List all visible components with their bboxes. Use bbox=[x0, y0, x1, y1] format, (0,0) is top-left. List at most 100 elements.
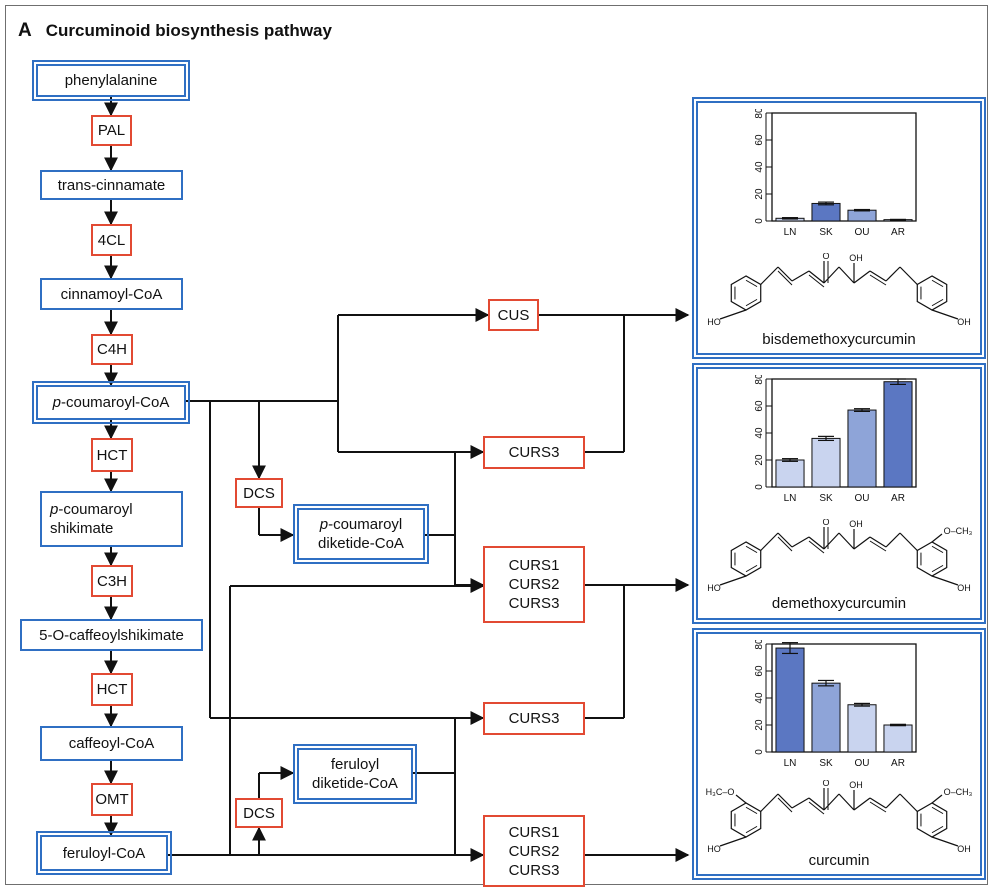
metabolite-phenylalanine: phenylalanine bbox=[32, 60, 190, 101]
metabolite-caffeoylshikimate: 5-O-caffeoylshikimate bbox=[20, 619, 203, 651]
product-name-curcumin: curcumin bbox=[808, 852, 870, 869]
methoxy-bond-right bbox=[931, 794, 943, 804]
phenol-bond-left bbox=[719, 836, 747, 847]
enzyme-hct-2: HCT bbox=[91, 673, 133, 706]
chain-bond bbox=[777, 266, 793, 282]
aromatic-ring bbox=[916, 275, 948, 311]
ring-double-bond bbox=[931, 545, 944, 554]
chain-bond bbox=[838, 793, 855, 811]
x-tick-label-ou: OU bbox=[855, 227, 870, 238]
x-tick-label-ln: LN bbox=[784, 758, 797, 769]
enol-hydroxyl-label: OH bbox=[849, 253, 863, 263]
chain-bond bbox=[853, 536, 871, 550]
ring-double-bond bbox=[931, 564, 944, 573]
enol-hydroxyl-label: OH bbox=[849, 780, 863, 790]
phenol-bond-left bbox=[719, 309, 747, 320]
enzyme-label: PAL bbox=[97, 122, 126, 139]
enzyme-label: HCT bbox=[96, 446, 128, 464]
ring-double-bond bbox=[931, 298, 944, 307]
enzyme-label: CURS3 bbox=[508, 595, 560, 612]
metabolite-label-line2: diketide-CoA bbox=[318, 535, 404, 552]
bar-sk bbox=[811, 682, 841, 753]
chain-bond bbox=[885, 793, 901, 809]
x-tick-label-ln: LN bbox=[784, 227, 797, 238]
chain-double-bond bbox=[808, 540, 825, 554]
y-tick-label: 40 bbox=[754, 692, 765, 704]
metabolite-label: 5-O-caffeoylshikimate bbox=[39, 626, 184, 644]
bar-ar bbox=[883, 724, 913, 753]
x-tick-label-ar: AR bbox=[891, 227, 905, 238]
bar-ln bbox=[775, 459, 805, 488]
y-tick-label: 20 bbox=[754, 188, 765, 200]
chain-double-bond bbox=[808, 274, 825, 288]
phenol-bond-right bbox=[931, 309, 959, 320]
x-tick-label-sk: SK bbox=[819, 758, 833, 769]
chain-bond bbox=[791, 797, 810, 809]
methoxy-bond-right bbox=[931, 533, 943, 543]
x-tick-label-ou: OU bbox=[855, 493, 870, 504]
y-tick-label: 20 bbox=[754, 719, 765, 731]
enzyme-label: CURS2 bbox=[508, 842, 560, 860]
ring-double-bond bbox=[745, 564, 758, 573]
chain-bond bbox=[760, 532, 779, 551]
chain-double-bond bbox=[777, 797, 793, 813]
metabolite-label-line1: feruloyl bbox=[330, 756, 380, 773]
chain-bond bbox=[869, 536, 887, 548]
enzyme-omt: OMT bbox=[91, 783, 133, 816]
aromatic-ring bbox=[916, 541, 948, 577]
panel-letter: A bbox=[18, 20, 32, 41]
y-tick-label: 60 bbox=[754, 665, 765, 677]
ring-double-bond bbox=[931, 279, 944, 288]
metabolite-feruloyl-diketide-coa: feruloyl diketide-CoA bbox=[293, 744, 417, 804]
x-tick-label-ar: AR bbox=[891, 493, 905, 504]
italic-prefix: p bbox=[52, 394, 61, 411]
phenol-bond-left bbox=[719, 575, 747, 586]
methoxy-label-right: O–CH₃ bbox=[944, 526, 972, 536]
ketone-oxygen-label: O bbox=[822, 519, 829, 527]
y-tick-label: 60 bbox=[754, 134, 765, 146]
bar-sk bbox=[811, 202, 841, 222]
italic-prefix: p bbox=[50, 501, 59, 518]
enzyme-label: C3H bbox=[96, 572, 127, 590]
y-tick-label: 20 bbox=[754, 454, 765, 466]
x-tick-label-ou: OU bbox=[855, 758, 870, 769]
figure-heading: A Curcuminoid biosynthesis pathway bbox=[18, 20, 332, 42]
figure-title: Curcuminoid biosynthesis pathway bbox=[45, 21, 332, 40]
enzyme-label: CURS3 bbox=[508, 710, 560, 727]
methoxy-label-right: O–CH₃ bbox=[944, 787, 972, 797]
hydroxyl-label-right: OH bbox=[957, 844, 971, 854]
metabolite-p-coumaroyl-shikimate: p-coumaroyl shikimate bbox=[40, 491, 183, 547]
bar-ou bbox=[847, 409, 877, 488]
enzyme-label: CURS1 bbox=[508, 823, 560, 841]
enzyme-hct-1: HCT bbox=[91, 438, 133, 472]
y-tick-label: 40 bbox=[754, 161, 765, 173]
enzyme-curs3-a: CURS3 bbox=[483, 436, 585, 469]
chain-double-bond bbox=[777, 536, 793, 552]
enzyme-c3h: C3H bbox=[91, 565, 133, 597]
ring-double-bond bbox=[745, 298, 758, 307]
enzyme-label: CUS bbox=[497, 306, 530, 324]
metabolite-label: trans-cinnamate bbox=[57, 176, 166, 194]
chain-bond bbox=[885, 266, 901, 282]
enzyme-curs3-b: CURS3 bbox=[483, 702, 585, 735]
ring-double-bond bbox=[745, 279, 758, 288]
enzyme-cus: CUS bbox=[488, 299, 539, 331]
aromatic-ring bbox=[730, 541, 762, 577]
ketone-oxygen-label: O bbox=[822, 253, 829, 261]
metabolite-trans-cinnamate: trans-cinnamate bbox=[40, 170, 183, 200]
y-tick-label: 80 bbox=[754, 375, 765, 385]
metabolite-label: feruloyl-CoA bbox=[62, 844, 146, 862]
bar-ou bbox=[847, 704, 877, 753]
bar-ln bbox=[775, 647, 805, 753]
enzyme-label: HCT bbox=[96, 681, 128, 698]
methoxy-bond-left bbox=[735, 794, 747, 804]
metabolite-label: p-coumaroyl-CoA bbox=[53, 393, 170, 412]
enzyme-label: DCS bbox=[243, 804, 275, 822]
chain-double-bond bbox=[869, 274, 887, 286]
chain-bond bbox=[823, 793, 840, 811]
phenol-bond-right bbox=[931, 836, 959, 847]
